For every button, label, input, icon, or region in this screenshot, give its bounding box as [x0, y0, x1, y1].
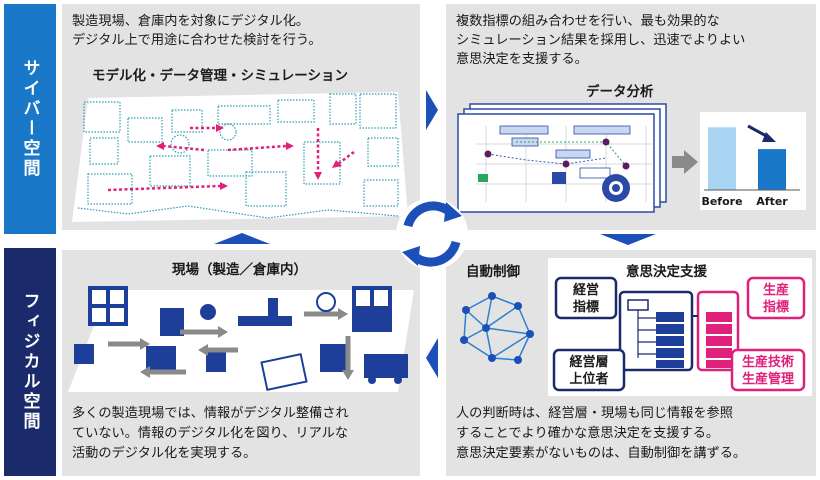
mgmt-index-line2: 指標 [573, 299, 599, 315]
mgmt-upper-line1: 経営層 [569, 354, 608, 370]
field-title: 現場（製造／倉庫内） [172, 262, 307, 278]
prod-tech-line2: 生産管理 [742, 371, 794, 387]
modeling-title: モデル化・データ管理・シミュレーション [92, 68, 348, 84]
after-bar [758, 149, 786, 190]
analysis-title: データ分析 [586, 84, 654, 100]
before-after-chart: Before After [700, 112, 806, 210]
before-bar [708, 127, 736, 190]
left-arrow-icon [426, 338, 438, 378]
analysis-desc-line1: 複数指標の組み合わせを行い、最も効果的な [456, 14, 720, 29]
data-analysis-panel: 複数指標の組み合わせを行い、最も効果的な シミュレーション結果を採用し、迅速でよ… [446, 4, 816, 230]
modeling-desc-line2: デジタル上で用途に合わせた検討を行う。 [72, 33, 322, 48]
physical-space-label: フィジカル空間 [4, 248, 56, 476]
cyber-space-label: サイバー空間 [4, 4, 56, 234]
decision-panel: 自動制御 意思決定支援 [446, 250, 816, 476]
decision-org-diagram: 経営 指標 生産 指標 経営層 [552, 276, 806, 392]
after-label: After [756, 195, 788, 208]
decision-desc-line3: 意思決定要素がないものは、自動制御を講ずる。 [456, 446, 747, 461]
down-arrow-icon [600, 234, 656, 245]
auto-control-title: 自動制御 [466, 264, 520, 280]
neural-network-icon [460, 292, 534, 364]
analysis-desc-line2: シミュレーション結果を採用し、迅速でよりよい [456, 33, 746, 48]
field-desc-line3: 活動のデジタル化を実現する。 [72, 446, 257, 461]
physical-space-text: フィジカル空間 [19, 292, 40, 432]
field-panel: 現場（製造／倉庫内） [62, 250, 420, 476]
mgmt-index-line1: 経営 [573, 282, 599, 298]
decision-support-title: 意思決定支援 [626, 264, 707, 280]
analysis-sheets-illustration [457, 103, 667, 213]
before-after-arrow-icon [672, 150, 698, 174]
decision-desc-line1: 人の判断時は、経営層・現場も同じ情報を参照 [456, 406, 733, 421]
prod-tech-line1: 生産技術 [742, 354, 794, 370]
decision-desc-line2: することでより確かな意思決定を支援する。 [456, 426, 720, 441]
factory-floor-illustration [68, 286, 414, 392]
right-arrow-icon [426, 90, 438, 130]
mgmt-upper-line2: 上位者 [569, 371, 608, 387]
cyber-space-text: サイバー空間 [19, 59, 40, 179]
modeling-panel: 製造現場、倉庫内を対象にデジタル化。 デジタル上で用途に合わせた検討を行う。 モ… [62, 4, 420, 230]
prod-index-line1: 生産 [763, 282, 789, 298]
field-desc-line1: 多くの製造現場では、情報がデジタル整備され [72, 406, 349, 421]
up-arrow-icon [214, 233, 270, 244]
digital-factory-illustration [72, 92, 408, 222]
modeling-desc-line1: 製造現場、倉庫内を対象にデジタル化。 [72, 14, 310, 29]
prod-index-line2: 指標 [763, 299, 789, 315]
analysis-desc-line3: 意思決定を支援する。 [456, 52, 588, 67]
field-desc-line2: ていない。情報のデジタル化を図り、リアルな [72, 426, 349, 441]
cycle-icon [396, 198, 468, 270]
before-label: Before [701, 195, 742, 208]
